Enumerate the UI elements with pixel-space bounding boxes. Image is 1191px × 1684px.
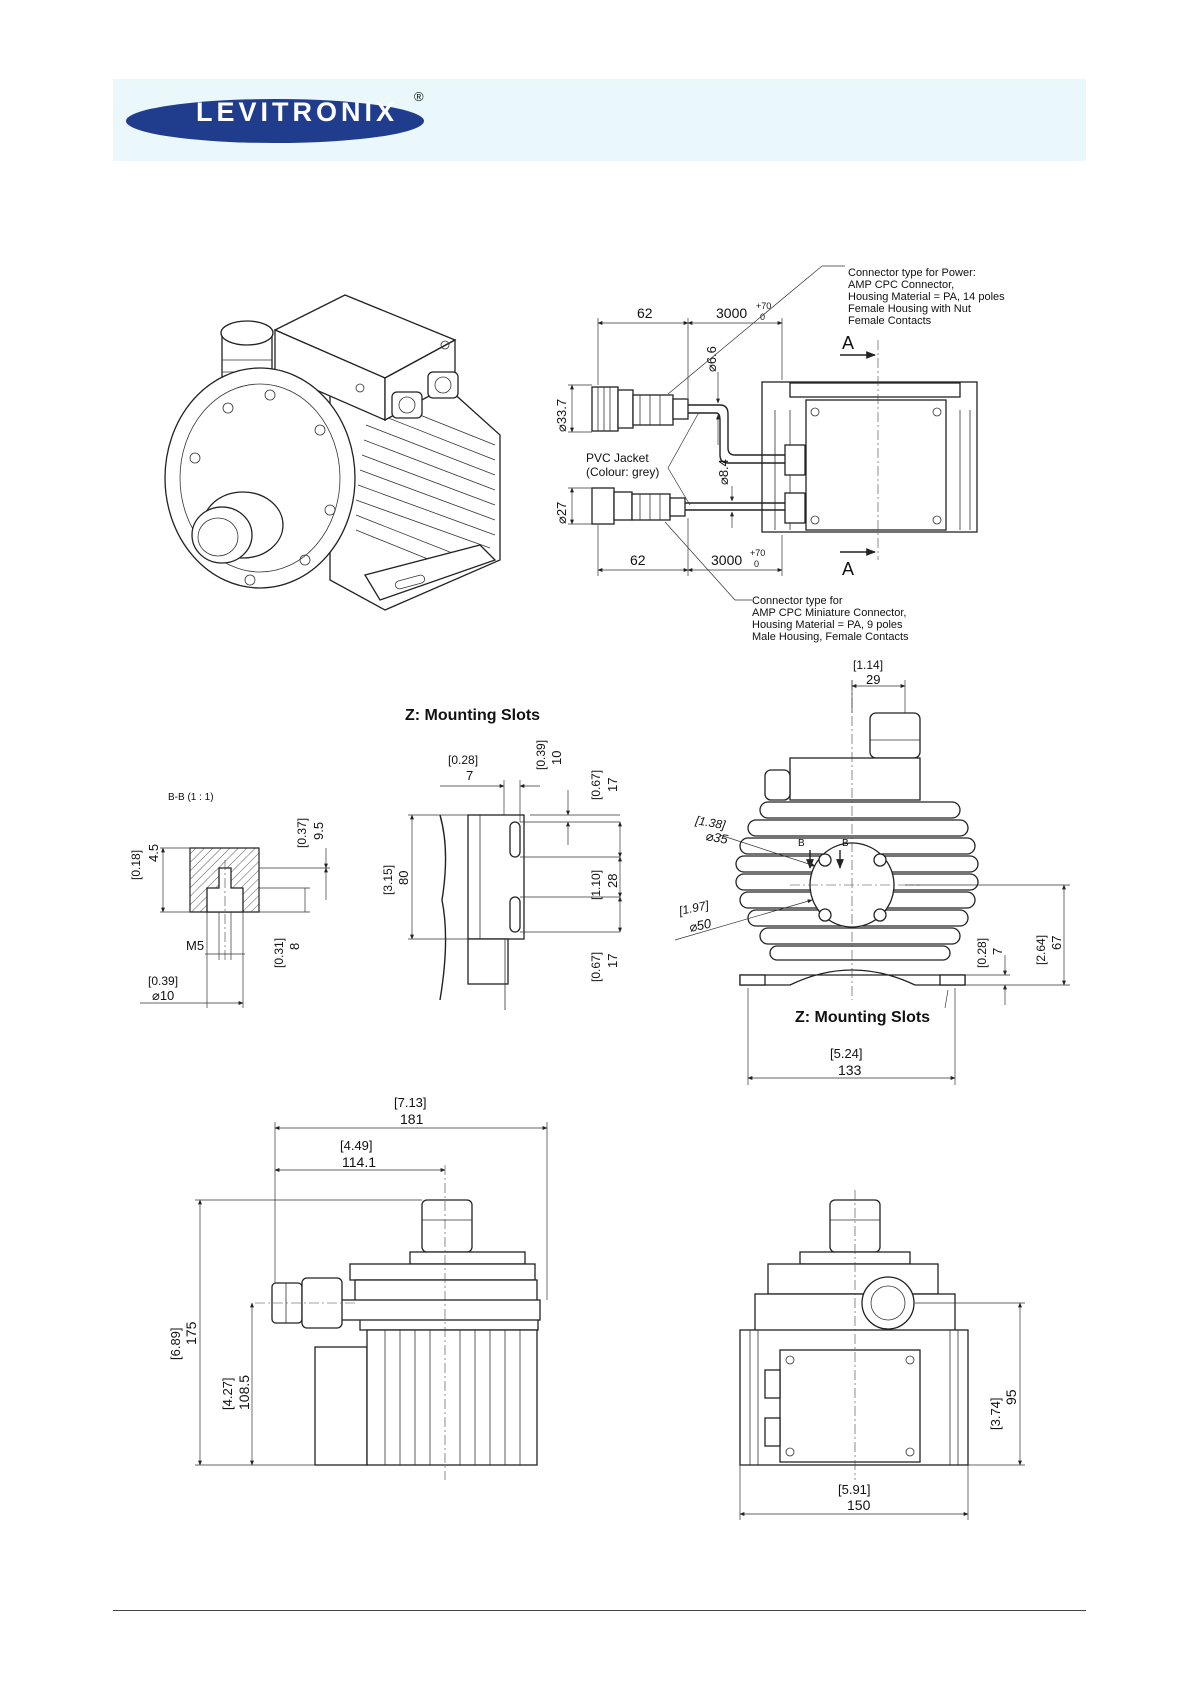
logo-text: LEVITRONIX <box>196 97 398 127</box>
slots-dim-28-mm: 28 <box>605 874 620 888</box>
front-dim-50-in: [1.97] <box>677 898 711 918</box>
bb-dim-8-mm: 8 <box>287 943 302 950</box>
slots-dim-80-in: [3.15] <box>381 865 395 895</box>
logo-ellipse <box>126 99 424 143</box>
mini-note-line-3: Housing Material = PA, 9 poles <box>752 619 903 631</box>
front-b-label-2: B <box>842 838 849 849</box>
slots-dim-7-mm: 7 <box>466 768 473 783</box>
slots-dim-28-in: [1.10] <box>589 870 603 900</box>
slots-detail-title: Z: Mounting Slots <box>405 707 540 724</box>
side-dim-181-mm: 181 <box>400 1111 424 1127</box>
terminal-box <box>273 294 457 422</box>
section-a-label-bottom: A <box>842 559 854 579</box>
bb-thread-m5: M5 <box>186 938 204 953</box>
dim-62-bottom: 62 <box>630 552 646 568</box>
side-dim-108-mm: 108.5 <box>236 1375 252 1410</box>
side-dim-114-mm: 114.1 <box>342 1154 376 1170</box>
pvc-jacket-line-2: (Colour: grey) <box>586 465 659 479</box>
bb-dim-9-5-mm: 9.5 <box>311 822 326 840</box>
bb-dim-9-5-in: [0.37] <box>295 818 309 848</box>
slots-dim-7-in: [0.28] <box>448 753 478 767</box>
cable-glands <box>391 371 459 419</box>
dim-3000-bottom: 3000 <box>711 552 742 568</box>
bb-dim-8-in: [0.31] <box>272 938 286 968</box>
power-note-line-2: AMP CPC Connector, <box>848 279 954 291</box>
front-dim-67-mm: 67 <box>1049 936 1064 950</box>
mini-note-line-2: AMP CPC Miniature Connector, <box>752 607 906 619</box>
power-note-line-5: Female Contacts <box>848 315 932 327</box>
front-dim-35-in: [1.38] <box>693 813 727 832</box>
pump-isometric-view <box>164 294 501 611</box>
slots-dim-17a-mm: 17 <box>605 778 620 792</box>
footer-rule <box>113 1610 1086 1611</box>
power-note-line-1: Connector type for Power: <box>848 267 976 279</box>
front-slots-label: Z: Mounting Slots <box>795 1009 930 1026</box>
front-dim-133-in: [5.24] <box>830 1046 863 1061</box>
front-dim-133-mm: 133 <box>838 1062 862 1078</box>
mini-connector <box>591 487 686 525</box>
tol-bottom-plus: +70 <box>750 548 765 558</box>
dia-27: ⌀27 <box>554 502 569 524</box>
tol-bottom-minus: 0 <box>754 559 759 569</box>
rear-view: [3.74] 95 [5.91] 150 <box>739 1190 1025 1520</box>
slots-dim-17b-mm: 17 <box>605 954 620 968</box>
housing-top-right <box>761 381 978 533</box>
slots-dim-17a-in: [0.67] <box>589 770 603 800</box>
dim-3000-top: 3000 <box>716 305 747 321</box>
mounting-slots-detail: Z: Mounting Slots [3.15] 80 [0.28] 7 [0.… <box>381 707 622 1010</box>
inlet-port <box>191 491 284 564</box>
pvc-jacket-line-1: PVC Jacket <box>586 451 649 465</box>
rear-dim-95-mm: 95 <box>1003 1389 1019 1405</box>
slots-dim-10-mm: 10 <box>549 751 564 765</box>
tol-top-minus: 0 <box>760 312 765 322</box>
section-bb-view: B-B (1 : 1) [0.18] 4.5 [0.37] 9.5 [0.31]… <box>129 792 330 1008</box>
mini-note-line-1: Connector type for <box>752 595 843 607</box>
bb-dim-4-5-in: [0.18] <box>129 850 143 880</box>
dim-62-top: 62 <box>637 305 653 321</box>
side-dim-175-in: [6.89] <box>168 1327 183 1360</box>
bb-dim-10-in: [0.39] <box>148 974 178 988</box>
front-dim-29-in: [1.14] <box>853 658 883 672</box>
rear-dim-150-mm: 150 <box>847 1497 871 1513</box>
side-dim-108-in: [4.27] <box>220 1377 235 1410</box>
tol-top-plus: +70 <box>756 301 771 311</box>
slots-dim-80-mm: 80 <box>396 871 411 885</box>
front-dim-50-mm: ⌀50 <box>688 915 714 934</box>
side-dim-175-mm: 175 <box>183 1321 199 1345</box>
side-dim-114-in: [4.49] <box>340 1138 373 1153</box>
front-dim-29-mm: 29 <box>866 672 880 687</box>
rear-dim-95-in: [3.74] <box>988 1397 1003 1430</box>
front-dim-7-mm: 7 <box>990 948 1005 955</box>
dia-8-4: ⌀8.4 <box>716 459 731 485</box>
rear-dim-150-in: [5.91] <box>838 1482 871 1497</box>
front-dim-67-in: [2.64] <box>1034 935 1048 965</box>
logo: LEVITRONIX ® <box>126 89 424 143</box>
side-dim-181-in: [7.13] <box>394 1095 427 1110</box>
front-view: B B [1.14] 29 [1.38] ⌀35 [1.97] ⌀50 [0.2… <box>674 658 1070 1085</box>
side-view: [7.13] 181 [4.49] 114.1 [6.89] 175 [4.27… <box>168 1095 548 1480</box>
bb-dim-10-mm: ⌀10 <box>152 988 174 1003</box>
front-b-label-1: B <box>798 838 805 849</box>
front-dim-7-in: [0.28] <box>975 938 989 968</box>
mounting-foot <box>363 544 497 601</box>
section-a-label-top: A <box>842 333 854 353</box>
front-dim-35-mm: ⌀35 <box>704 828 729 847</box>
top-right-view: A A 62 <box>554 265 1005 643</box>
dia-33-7: ⌀33.7 <box>554 399 569 432</box>
section-bb-title: B-B (1 : 1) <box>168 792 214 803</box>
slots-dim-17b-in: [0.67] <box>589 952 603 982</box>
bb-dim-4-5-mm: 4.5 <box>146 844 161 862</box>
logo-registered: ® <box>414 89 424 104</box>
power-note-line-3: Housing Material = PA, 14 poles <box>848 291 1005 303</box>
power-connector <box>591 386 689 432</box>
slots-dim-10-in: [0.39] <box>534 740 548 770</box>
dia-6-6: ⌀6.6 <box>704 346 719 372</box>
mini-note-line-4: Male Housing, Female Contacts <box>752 631 909 643</box>
power-note-line-4: Female Housing with Nut <box>848 303 971 315</box>
